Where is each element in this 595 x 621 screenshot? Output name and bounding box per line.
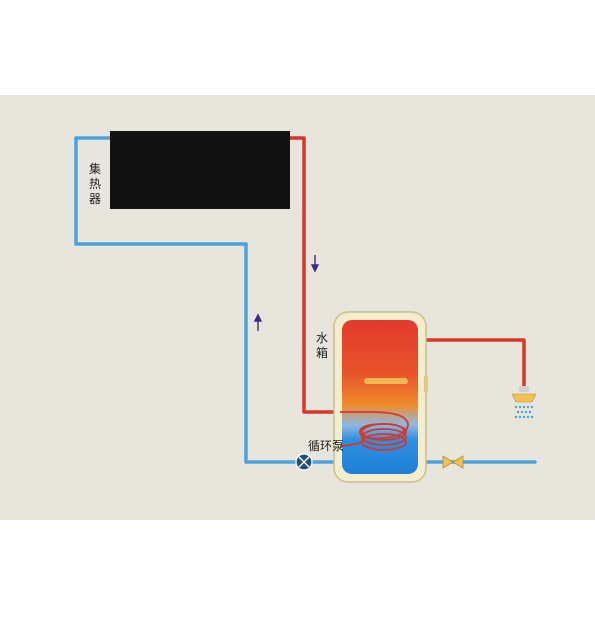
water-tank xyxy=(333,311,428,483)
collector-panel xyxy=(110,131,290,209)
tank-water xyxy=(342,320,418,474)
flow-arrows xyxy=(253,255,320,331)
collector-label: 集热器 xyxy=(88,162,101,206)
tank-label: 水箱 xyxy=(315,331,328,360)
diagram-background xyxy=(0,95,595,520)
tank-side-port xyxy=(424,376,428,392)
cold-water-pipes xyxy=(74,136,537,464)
hot-water-pipes xyxy=(288,136,526,414)
up-arrow-icon xyxy=(253,313,263,331)
cold-return-pipe xyxy=(74,136,338,464)
hot-outlet-pipe xyxy=(422,338,526,390)
inlet-valve-icon xyxy=(442,455,464,469)
circulation-pump-icon xyxy=(295,453,313,471)
pump-label: 循环泵 xyxy=(308,439,345,453)
hot-supply-pipe xyxy=(288,136,340,414)
down-arrow-icon xyxy=(310,255,320,273)
heat-exchange-coil xyxy=(339,411,409,451)
shower-head-icon xyxy=(511,386,537,419)
heating-element xyxy=(364,378,408,384)
